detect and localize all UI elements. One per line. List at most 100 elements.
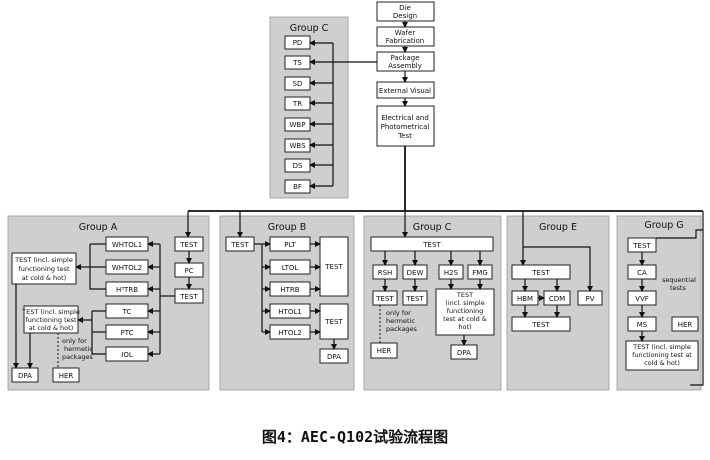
svg-text:Package: Package [390, 54, 419, 62]
svg-text:functioning test at: functioning test at [632, 351, 692, 359]
group-b-dpa: DPA [319, 348, 349, 364]
svg-text:WBP: WBP [290, 121, 306, 129]
group-b-test-right-2: TEST [319, 303, 349, 340]
svg-text:Test: Test [397, 132, 412, 140]
svg-text:TC: TC [122, 308, 132, 316]
svg-text:Electrical and: Electrical and [381, 114, 429, 122]
svg-text:TEST (incl. simple: TEST (incl. simple [14, 256, 73, 264]
group-c-note-2: hermetic [386, 317, 415, 325]
group-a-test-mid: TEST [174, 288, 204, 304]
svg-text:WHTOL2: WHTOL2 [112, 264, 142, 272]
svg-text:TEST: TEST [422, 241, 441, 249]
group-a-whtol2: WHTOL2 [105, 259, 149, 275]
svg-text:VVF: VVF [635, 295, 649, 303]
group-e-pv: PV [577, 290, 603, 306]
flowchart: Group C Group A Group B Group C Group E … [7, 1, 704, 391]
group-g-sequential-2: tests [670, 284, 686, 292]
svg-text:TS: TS [292, 59, 302, 67]
group-a-ptc: PTC [105, 324, 149, 340]
svg-text:LTOL: LTOL [282, 264, 299, 272]
group-c-rsh: RSH [372, 264, 398, 280]
svg-text:TEST: TEST [324, 318, 343, 326]
group-a-h3trb: H³TRB [105, 281, 149, 297]
svg-text:TEST: TEST [179, 293, 198, 301]
electrical-test-node: Electrical and Photometrical Test [376, 105, 435, 147]
group-e-test-top: TEST [511, 264, 571, 280]
group-c-top-title: Group C [290, 23, 329, 34]
svg-text:PV: PV [585, 295, 594, 303]
group-g-test: TEST [627, 237, 657, 253]
svg-text:TEST: TEST [456, 291, 473, 299]
svg-text:HBM: HBM [517, 295, 533, 303]
svg-text:PTC: PTC [121, 329, 134, 337]
svg-text:HTOL1: HTOL1 [278, 308, 301, 316]
svg-text:IOL: IOL [121, 351, 133, 359]
group-c-dew: DEW [402, 264, 428, 280]
group-g-her: HER [671, 316, 699, 332]
svg-text:DPA: DPA [457, 349, 471, 357]
package-assembly-node: Package Assembly [376, 51, 435, 72]
svg-text:functioning: functioning [447, 307, 484, 315]
svg-text:TEST: TEST [375, 295, 394, 303]
group-c-test-dew: TEST [402, 290, 428, 306]
group-c-her: HER [370, 342, 398, 359]
svg-text:Assembly: Assembly [388, 62, 422, 70]
group-b-title: Group B [268, 222, 306, 233]
svg-text:TR: TR [292, 100, 302, 108]
group-a-whtol1: WHTOL1 [105, 236, 149, 252]
svg-text:DEW: DEW [407, 269, 424, 277]
group-e-title: Group E [539, 222, 577, 233]
svg-text:TEST: TEST [531, 269, 550, 277]
svg-text:TEST: TEST [632, 242, 651, 250]
group-c-test-rsh: TEST [372, 290, 398, 306]
group-a-test-top: TEST [174, 236, 204, 252]
svg-text:BF: BF [293, 183, 302, 191]
group-a-note-2: hermetic [64, 345, 93, 353]
group-c-fmg: FMG [467, 264, 493, 280]
svg-text:HER: HER [678, 321, 693, 329]
svg-text:HER: HER [59, 372, 74, 380]
group-b-test: TEST [225, 236, 255, 252]
group-a-note-3: packages [62, 353, 93, 361]
group-c-test-top: TEST [370, 236, 494, 252]
svg-text:Die: Die [399, 4, 411, 12]
svg-text:HER: HER [377, 347, 392, 355]
group-a-note-1: only for [62, 337, 87, 345]
svg-text:HTOL2: HTOL2 [278, 329, 301, 337]
wafer-fabrication-node: Wafer Fabrication [376, 26, 435, 47]
svg-text:functioning test: functioning test [18, 265, 70, 273]
svg-text:PD: PD [293, 39, 303, 47]
group-b-plt: PLT [269, 236, 311, 252]
svg-text:TEST: TEST [179, 241, 198, 249]
group-a-test-simple-1: TEST (incl. simple functioning test at c… [11, 252, 77, 285]
svg-text:CA: CA [637, 269, 647, 277]
svg-text:H³TRB: H³TRB [116, 286, 138, 294]
svg-text:H2S: H2S [444, 269, 459, 277]
svg-text:HTRB: HTRB [280, 286, 299, 294]
group-e-cdm: CDM [543, 290, 571, 306]
group-g-sequential-1: sequential [662, 276, 696, 284]
svg-text:TEST: TEST [405, 295, 424, 303]
svg-text:WBS: WBS [289, 142, 306, 150]
svg-text:Photometrical: Photometrical [381, 123, 430, 131]
group-e-hbm: HBM [511, 290, 539, 306]
svg-text:Fabrication: Fabrication [386, 37, 425, 45]
svg-text:(incl. simple: (incl. simple [445, 299, 484, 307]
group-b-htol1: HTOL1 [269, 303, 311, 319]
svg-text:functioning test: functioning test [25, 316, 77, 324]
svg-text:test at cold &: test at cold & [443, 315, 487, 323]
svg-text:External Visual: External Visual [379, 87, 431, 95]
svg-text:CDM: CDM [549, 295, 565, 303]
group-a-iol: IOL [105, 346, 149, 362]
group-a-her: HER [52, 367, 80, 383]
svg-text:WHTOL1: WHTOL1 [112, 241, 142, 249]
svg-text:DPA: DPA [18, 372, 32, 380]
group-c-h2s: H2S [438, 264, 464, 280]
group-c-top-items: PD TS SD TR WBP WBS DS BF [284, 35, 311, 194]
svg-text:at cold & hot): at cold & hot) [29, 324, 73, 332]
svg-text:MS: MS [637, 321, 648, 329]
group-a-title: Group A [79, 222, 118, 233]
svg-text:cold & hot): cold & hot) [644, 359, 680, 367]
svg-text:DS: DS [293, 162, 303, 170]
group-c-title: Group C [413, 222, 452, 233]
